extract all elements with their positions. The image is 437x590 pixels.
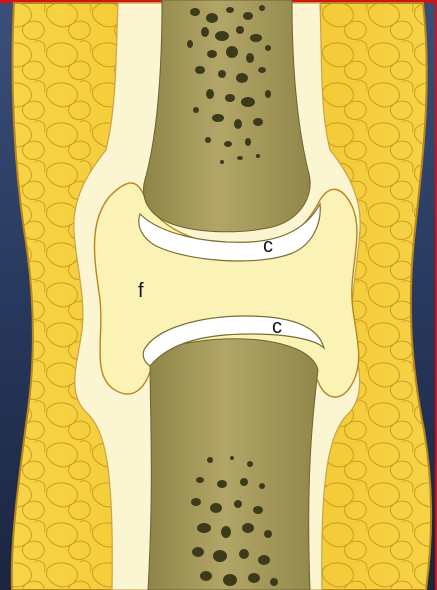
label-fluid: f	[138, 280, 144, 302]
label-cartilage-top: c	[263, 235, 273, 257]
lower-bone	[148, 339, 318, 590]
label-cartilage-bottom: c	[272, 316, 282, 338]
